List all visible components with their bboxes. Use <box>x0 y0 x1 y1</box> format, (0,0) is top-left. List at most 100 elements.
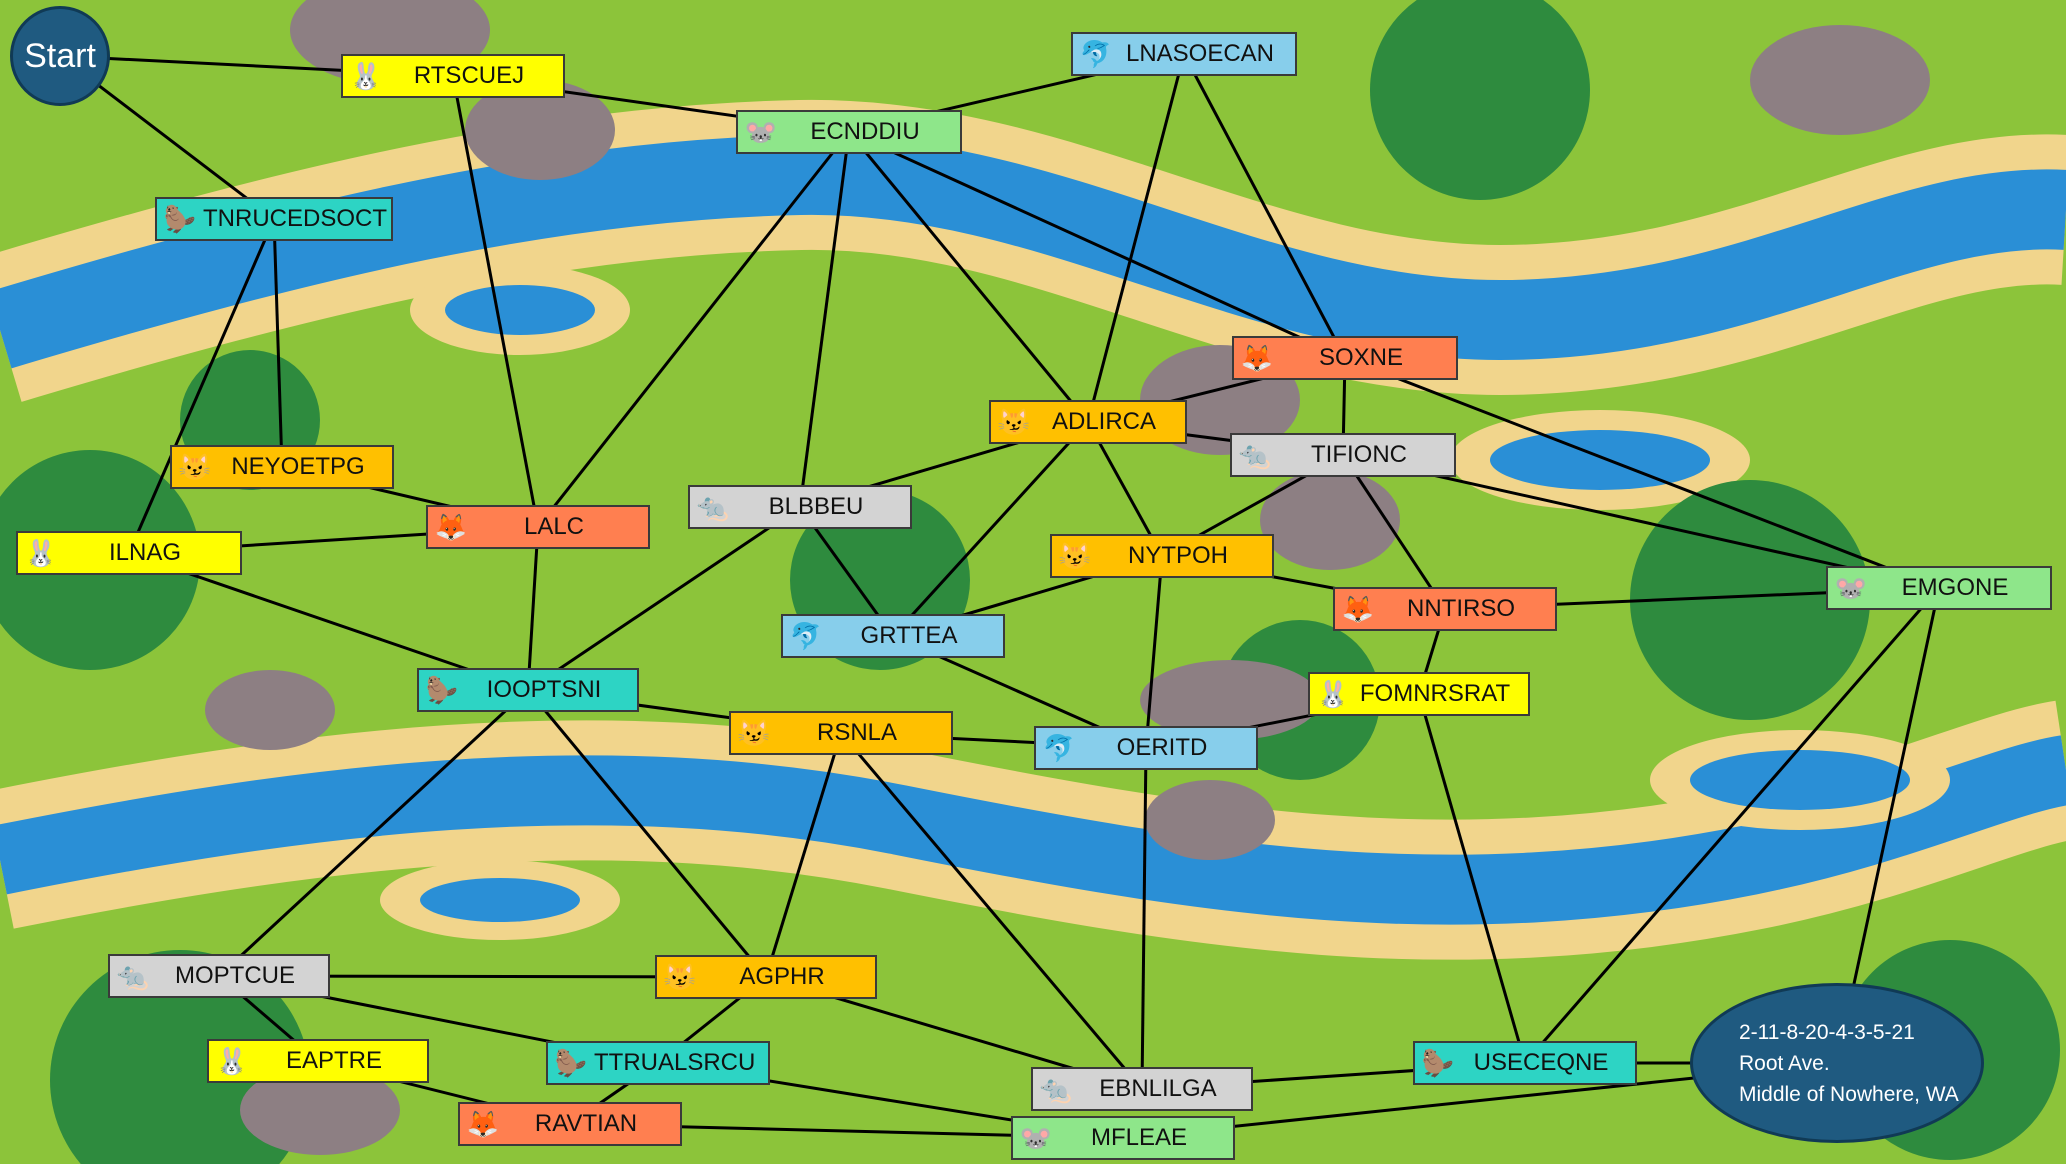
node-ravtian[interactable]: 🦊 RAVTIAN <box>458 1102 682 1146</box>
edge-tnrucedsoct-ilnag <box>127 218 276 554</box>
destination-line-2: Root Ave. <box>1739 1051 1830 1075</box>
node-iooptsni[interactable]: 🦫 IOOPTSNI <box>417 668 639 712</box>
node-label: GRTTEA <box>860 622 958 649</box>
node-nntirso[interactable]: 🦊 NNTIRSO <box>1333 587 1557 631</box>
edge-lnasoecan-adlirca <box>1086 53 1186 423</box>
node-oeritd[interactable]: 🐬OERITD <box>1034 726 1258 770</box>
node-label: NEYOETPG <box>231 453 365 480</box>
node-lnasoecan[interactable]: 🐬 LNASOECAN <box>1071 32 1297 76</box>
edge-ecnddiu-soxne <box>848 130 1346 360</box>
dolphin-icon: 🐬 <box>789 621 823 651</box>
node-fomnrsrat[interactable]: 🐰 FOMNRSRAT <box>1308 672 1530 716</box>
node-label: RSNLA <box>816 719 898 746</box>
node-adlirca[interactable]: 😼 ADLIRCA <box>989 400 1187 444</box>
node-label: NYTPOH <box>1127 542 1228 569</box>
node-label: EAPTRE <box>285 1047 383 1074</box>
edge-rsnla-agphr <box>764 732 843 978</box>
node-trualsrcu[interactable]: 🦫TTRUALSRCU <box>546 1041 770 1085</box>
node-label: RAVTIAN <box>534 1110 638 1137</box>
edge-ecnddiu-lalc <box>536 131 851 528</box>
fox-icon: 🦊 <box>466 1109 500 1139</box>
node-label: MOPTCUE <box>175 962 295 989</box>
node-label: USECEQNE <box>1473 1049 1609 1076</box>
node-label: SOXNE <box>1318 344 1404 371</box>
node-label: ECNDDIU <box>810 118 920 145</box>
edge-tifionc-nntirso <box>1341 454 1447 610</box>
mole-icon: 🐀 <box>696 492 730 522</box>
node-ilnag[interactable]: 🐰 ILNAG <box>16 531 242 575</box>
edge-nytpoh-oeritd <box>1144 555 1164 749</box>
node-label: RTSCUEJ <box>413 62 525 89</box>
node-label: TTRUALSRCU <box>594 1049 756 1076</box>
destination-line-1: 2-11-8-20-4-3-5-21 <box>1739 1020 1915 1044</box>
fox-icon: 🦊 <box>1341 594 1375 624</box>
rabbit-icon: 🐰 <box>349 61 383 91</box>
dolphin-icon: 🐬 <box>1079 39 1113 69</box>
edge-adlirca-grttea <box>891 420 1090 638</box>
beaver-icon: 🦫 <box>163 204 197 234</box>
node-label: TNRUCEDSOCT <box>203 205 387 232</box>
node-eaptre[interactable]: 🐰EAPTRE <box>207 1039 429 1083</box>
node-grttea[interactable]: 🐬 GRTTEA <box>781 614 1005 658</box>
mouse-icon: 🐭 <box>1019 1123 1053 1153</box>
destination-line-3: Middle of Nowhere, WA <box>1739 1082 1959 1106</box>
node-label: AGPHR <box>739 963 825 990</box>
edge-rtscuej-lalc <box>451 75 540 528</box>
node-label: IOOPTSNI <box>486 676 602 703</box>
cat-icon: 😼 <box>997 407 1031 437</box>
node-nytpoh[interactable]: 😼 NYTPOH <box>1050 534 1274 578</box>
edge-rsnla-ebnlilga <box>839 732 1144 1090</box>
node-mfleae[interactable]: 🐭 MFLEAE <box>1011 1116 1235 1160</box>
rabbit-icon: 🐰 <box>1316 679 1350 709</box>
edge-lnasoecan-soxne <box>1182 53 1347 359</box>
node-moptcue[interactable]: 🐀 MOPTCUE <box>108 954 330 998</box>
beaver-icon: 🦫 <box>425 675 459 705</box>
node-label: FOMNRSRAT <box>1359 680 1511 707</box>
destination-node[interactable]: 2-11-8-20-4-3-5-21 Root Ave. Middle of N… <box>1690 983 1984 1143</box>
node-label: BLBBEU <box>768 493 864 520</box>
start-label: Start <box>24 36 96 75</box>
beaver-icon: 🦫 <box>554 1048 588 1078</box>
cat-icon: 😼 <box>178 452 212 482</box>
edge-ecnddiu-blbbeu <box>798 131 851 508</box>
node-tifionc[interactable]: 🐀TIFIONC <box>1230 433 1456 477</box>
mole-icon: 🐀 <box>116 961 150 991</box>
fox-icon: 🦊 <box>1240 343 1274 373</box>
node-rsnla[interactable]: 😼 RSNLA <box>729 711 953 755</box>
node-soxne[interactable]: 🦊 SOXNE <box>1232 336 1458 380</box>
node-label: LNASOECAN <box>1125 40 1275 67</box>
cat-icon: 😼 <box>737 718 771 748</box>
edge-ilnag-iooptsni <box>128 551 529 692</box>
node-useceqne[interactable]: 🦫 USECEQNE <box>1413 1041 1637 1085</box>
node-label: ILNAG <box>108 539 182 566</box>
node-blbbeu[interactable]: 🐀 BLBBEU <box>688 485 912 529</box>
node-tnrucedsoct[interactable]: 🦫TNRUCEDSOCT <box>155 197 393 241</box>
node-label: TIFIONC <box>1311 441 1407 468</box>
mouse-icon: 🐭 <box>1834 573 1868 603</box>
edge-iooptsni-moptcue <box>217 688 530 978</box>
edge-emgone-useceqne <box>1523 587 1941 1064</box>
node-label: LALC <box>523 513 585 540</box>
node-label: OERITD <box>1116 734 1208 761</box>
node-label: MFLEAE <box>1090 1124 1188 1151</box>
node-ebnlilga[interactable]: 🐀EBNLILGA <box>1031 1067 1253 1111</box>
node-label: ADLIRCA <box>1051 408 1157 435</box>
edge-oeritd-ebnlilga <box>1140 747 1148 1090</box>
node-lalc[interactable]: 🦊LALC <box>426 505 650 549</box>
node-rtscuej[interactable]: 🐰 RTSCUEJ <box>341 54 565 98</box>
edge-iooptsni-agphr <box>526 689 768 978</box>
rabbit-icon: 🐰 <box>24 538 58 568</box>
cat-icon: 😼 <box>1058 541 1092 571</box>
beaver-icon: 🦫 <box>1421 1048 1455 1078</box>
node-agphr[interactable]: 😼AGPHR <box>655 955 877 999</box>
node-emgone[interactable]: 🐭 EMGONE <box>1826 566 2052 610</box>
edge-adlirca-nytpoh <box>1086 421 1164 557</box>
node-label: NNTIRSO <box>1407 595 1515 622</box>
node-neyoetpg[interactable]: 😼 NEYOETPG <box>170 445 394 489</box>
node-ecnddiu[interactable]: 🐭ECNDDIU <box>736 110 962 154</box>
node-label: EMGONE <box>1901 574 2009 601</box>
mole-icon: 🐀 <box>1039 1074 1073 1104</box>
start-node[interactable]: Start <box>10 6 110 106</box>
